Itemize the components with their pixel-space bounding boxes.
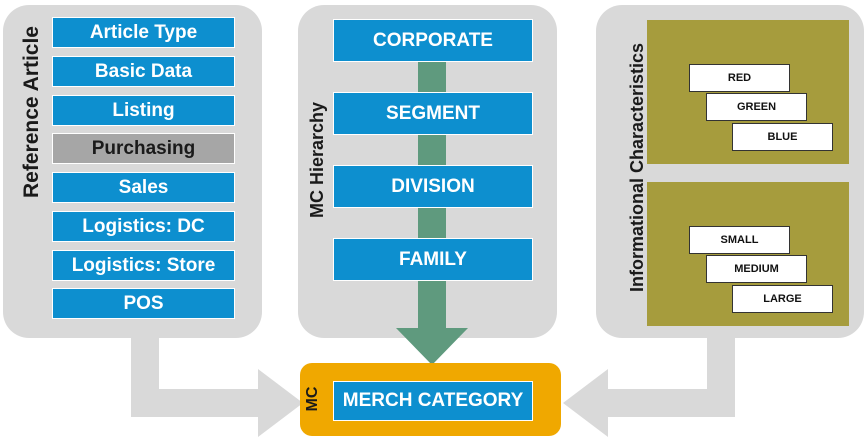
level-corporate: CORPORATE: [333, 19, 533, 62]
view-sales: Sales: [52, 172, 235, 203]
mc-side-label: MC: [304, 386, 321, 412]
view-logistics-dc: Logistics: DC: [52, 211, 235, 242]
view-listing: Listing: [52, 95, 235, 126]
informational-characteristics-title: Informational Characteristics: [627, 42, 647, 292]
level-division: DIVISION: [333, 165, 533, 208]
value-red: RED: [689, 64, 790, 92]
value-blue: BLUE: [732, 123, 833, 151]
level-family: FAMILY: [333, 238, 533, 281]
view-article-type: Article Type: [52, 17, 235, 48]
value-medium: MEDIUM: [706, 255, 807, 283]
level-segment: SEGMENT: [333, 92, 533, 135]
value-large: LARGE: [732, 285, 833, 313]
view-basic-data: Basic Data: [52, 56, 235, 87]
value-small: SMALL: [689, 226, 790, 254]
value-green: GREEN: [706, 93, 807, 121]
merch-category-box: MERCH CATEGORY: [333, 381, 533, 421]
view-pos: POS: [52, 288, 235, 319]
right-connector-arrow: [563, 335, 735, 437]
view-purchasing: Purchasing: [52, 133, 235, 164]
left-connector-arrow: [131, 335, 303, 437]
view-logistics-store: Logistics: Store: [52, 250, 235, 281]
